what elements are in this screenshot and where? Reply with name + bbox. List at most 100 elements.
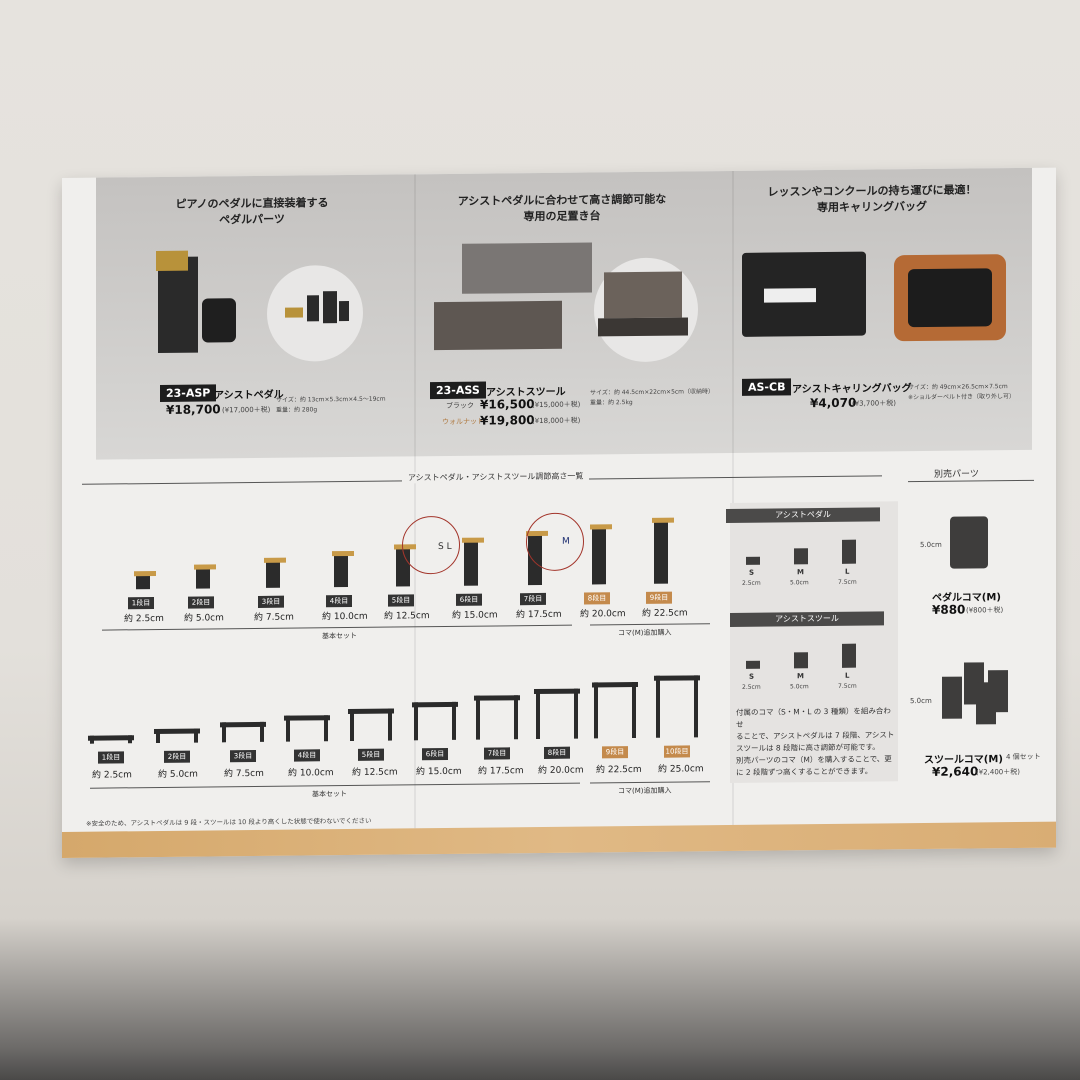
pedal-add-rule bbox=[590, 623, 710, 626]
stool-step-label: 4段目 bbox=[294, 749, 320, 762]
pedal-add-label: コマ(M)追加購入 bbox=[618, 628, 672, 638]
open-bag-image bbox=[894, 254, 1006, 342]
variant2-label: ウォルナット bbox=[442, 417, 484, 427]
stool-leg-left bbox=[156, 728, 160, 744]
stool-leg-right bbox=[324, 715, 328, 742]
pedal-step-height: 約 12.5cm bbox=[384, 611, 430, 622]
pedal-stack-image bbox=[654, 521, 668, 584]
panel2-headline-line2: 専用の足置き台 bbox=[523, 209, 601, 224]
pedal-gold-cap bbox=[462, 537, 484, 543]
stool-leg-right bbox=[388, 708, 392, 741]
stool-leg-right bbox=[128, 735, 132, 744]
stool-step-height: 約 5.0cm bbox=[158, 769, 198, 780]
stool-parts-circle bbox=[594, 257, 698, 363]
spec-size-ass: サイズ：約 44.5cm×22cm×5cm（収納時） bbox=[590, 388, 715, 397]
stool-koma-image-1 bbox=[942, 676, 962, 719]
pedal-koma-price: ¥880 bbox=[932, 602, 966, 617]
product-code-ass: 23-ASS bbox=[430, 381, 486, 400]
koma-size-label: M bbox=[797, 568, 804, 577]
stool-step-height: 約 12.5cm bbox=[352, 767, 398, 778]
spec-weight-ass: 重量：約 2.5kg bbox=[590, 399, 633, 407]
koma-size-height: 7.5cm bbox=[838, 578, 857, 586]
pedal-step-height: 約 7.5cm bbox=[254, 612, 294, 623]
pedal-step-height: 約 17.5cm bbox=[516, 609, 562, 621]
pedal-step-height: 約 15.0cm bbox=[452, 610, 498, 621]
variant2-note: (¥18,000＋税) bbox=[532, 416, 581, 426]
stool-leg-left bbox=[656, 675, 660, 738]
stool-leg-left bbox=[286, 715, 290, 742]
koma-size-label: S bbox=[749, 568, 755, 577]
product-code-ascb: AS-CB bbox=[742, 378, 792, 396]
pedal-koma-name: ペダルコマ(M) bbox=[932, 592, 1001, 604]
stool-leg-right bbox=[632, 681, 636, 739]
pedal-gold-cap bbox=[332, 550, 354, 557]
stool-step-label: 8段目 bbox=[544, 746, 570, 759]
stool-base-label: 基本セット bbox=[312, 790, 347, 799]
koma-size-height: 5.0cm bbox=[790, 579, 809, 587]
koma-size-image bbox=[746, 660, 760, 669]
panel2-headline: アシストペダルに合わせて高さ調節可能な 専用の足置き台 bbox=[452, 192, 672, 226]
price-note-asp: (¥17,000＋税) bbox=[222, 405, 271, 415]
pedal-step-height: 約 5.0cm bbox=[184, 613, 224, 624]
gold-pedal-cap bbox=[156, 250, 188, 272]
stool-step-height: 約 20.0cm bbox=[538, 765, 584, 777]
spec-size-asp: サイズ：約 13cm×5.3cm×4.5～19cm bbox=[276, 395, 386, 404]
panel2-headline-line1: アシストペダルに合わせて高さ調節可能な bbox=[457, 192, 667, 208]
pedal-step-height: 約 10.0cm bbox=[322, 611, 368, 623]
stool-koma-image-4 bbox=[988, 670, 1008, 713]
koma-size-label: M bbox=[797, 672, 804, 681]
stool-leg-left bbox=[476, 695, 480, 740]
stool-leg-left bbox=[222, 722, 226, 743]
stool-step-label: 7段目 bbox=[484, 747, 510, 760]
pedal-stack-image bbox=[592, 528, 606, 585]
parts-note: 付属のコマ（S・M・L の 3 種類）を組み合わせ ることで、アシストペダルは … bbox=[736, 705, 896, 779]
product-name-ascb: アシストキャリングバッグ bbox=[792, 383, 912, 396]
pedal-step-label: 7段目 bbox=[520, 592, 546, 606]
handwritten-m: M bbox=[562, 536, 570, 547]
stool-koma-note: (¥2,400＋税) bbox=[976, 767, 1020, 777]
pedal-stack-image bbox=[334, 555, 348, 588]
table-title: アシストペダル・アシストスツール調節高さ一覧 bbox=[402, 470, 590, 484]
stool-leg-left bbox=[90, 735, 94, 744]
stool-base bbox=[598, 317, 688, 337]
stool-leg-left bbox=[414, 702, 418, 741]
pedal-stack-image bbox=[266, 561, 280, 588]
handwritten-circle bbox=[526, 512, 584, 572]
panel3-headline: レッスンやコンクールの持ち運びに最適！ 専用キャリングバッグ bbox=[752, 182, 992, 217]
stool-lid bbox=[604, 271, 682, 319]
spec-size-ascb: サイズ：約 49cm×26.5cm×7.5cm bbox=[908, 383, 1008, 392]
panel1-headline: ピアノのペダルに直接装着する ペダルパーツ bbox=[172, 195, 332, 229]
price-note-ascb: (¥3,700＋税) bbox=[852, 399, 896, 408]
parts-black-2 bbox=[323, 291, 337, 324]
stool-add-rule bbox=[590, 781, 710, 784]
stool-koma-set: 4 個セット bbox=[1006, 752, 1041, 762]
parts-black-3 bbox=[339, 300, 349, 322]
stool-leg-right bbox=[452, 701, 456, 740]
stool-step-label: 9段目 bbox=[602, 746, 628, 759]
panel1-headline-line1: ピアノのペダルに直接装着する bbox=[175, 196, 329, 211]
stool-step-label: 5段目 bbox=[358, 748, 384, 761]
pedal-stack-image bbox=[136, 575, 150, 590]
stool-step-height: 約 22.5cm bbox=[596, 764, 642, 776]
stool-leg-right bbox=[694, 675, 698, 738]
pedal-koma-image bbox=[950, 516, 988, 569]
stool-step-label: 3段目 bbox=[230, 749, 256, 763]
pedal-koma-dim: 5.0cm bbox=[920, 540, 942, 550]
pedal-gold-cap bbox=[264, 557, 286, 563]
stool-leg-left bbox=[594, 682, 598, 739]
open-bag-inner bbox=[908, 268, 992, 328]
pedal-step-label: 4段目 bbox=[326, 594, 352, 608]
safety-footnote: ※安全のため、アシストペダルは 9 段・スツールは 10 段より高くした状態で使… bbox=[86, 816, 372, 828]
panel3-headline-line2: 専用キャリングバッグ bbox=[817, 199, 927, 215]
stool-image-bottom bbox=[434, 300, 562, 351]
panel3-headline-line1: レッスンやコンクールの持ち運びに最適！ bbox=[767, 183, 977, 199]
pedal-gold-cap bbox=[134, 571, 156, 577]
variant2-price: ¥19,800 bbox=[480, 413, 535, 428]
stool-step-height: 約 25.0cm bbox=[658, 764, 704, 775]
stool-step-height: 約 17.5cm bbox=[478, 766, 524, 777]
koma-size-image bbox=[794, 548, 808, 565]
stool-leg-right bbox=[194, 728, 198, 743]
product-code-asp: 23-ASP bbox=[160, 384, 217, 402]
parts-note-line1: 付属のコマ（S・M・L の 3 種類）を組み合わせ bbox=[736, 706, 891, 729]
product-name-asp: アシストペダル bbox=[214, 389, 284, 402]
